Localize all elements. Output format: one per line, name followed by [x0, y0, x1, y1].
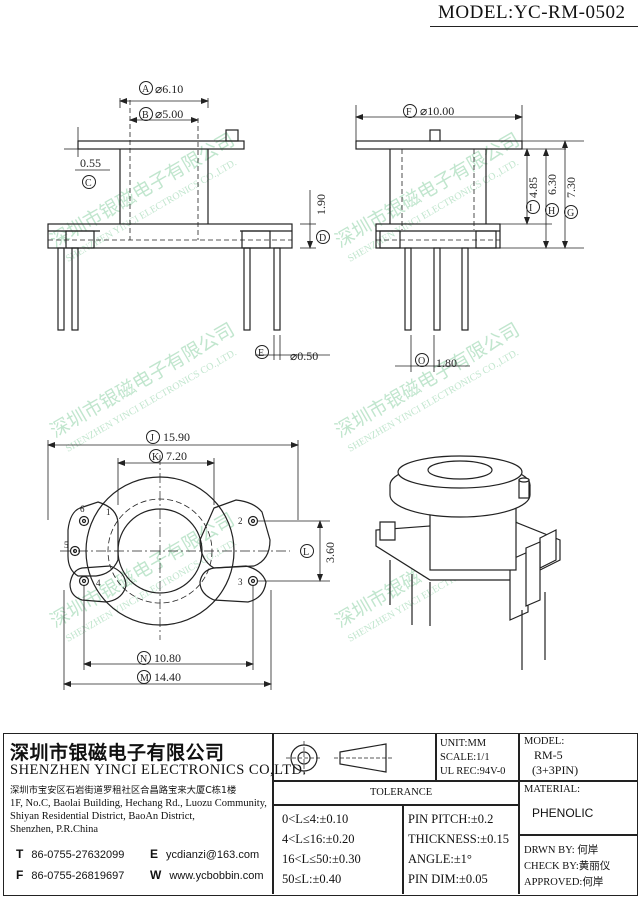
svg-text:5: 5: [64, 540, 69, 550]
svg-text:7.30: 7.30: [564, 177, 578, 198]
svg-text:深圳市银磁电子有限公司: 深圳市银磁电子有限公司: [47, 319, 239, 443]
side-view-labels: F ⌀10.00 4.85 I 6.30 H 7.30 G O 1.80: [403, 104, 578, 370]
tolerance-row-3: 16<L≤50:±0.30: [282, 852, 361, 866]
svg-text:深圳市银磁电子有限公司: 深圳市银磁电子有限公司: [332, 129, 524, 253]
model-underline: [430, 26, 638, 28]
model-title: MODEL:: [524, 736, 565, 747]
svg-text:A: A: [142, 84, 150, 95]
svg-text:4.85: 4.85: [526, 177, 540, 198]
svg-text:7.20: 7.20: [166, 449, 187, 463]
svg-text:1: 1: [106, 507, 111, 517]
svg-text:1.80: 1.80: [436, 356, 457, 370]
svg-text:深圳市银磁电子有限公司: 深圳市银磁电子有限公司: [47, 129, 239, 253]
svg-text:I: I: [529, 203, 532, 214]
title-block: 深圳市银磁电子有限公司 SHENZHEN YINCI ELECTRONICS C…: [3, 733, 638, 896]
svg-text:1.90: 1.90: [314, 194, 328, 215]
svg-text:6.30: 6.30: [545, 174, 559, 195]
check-by: CHECK BY:黄丽仪: [524, 861, 611, 872]
svg-text:⌀5.00: ⌀5.00: [155, 107, 183, 121]
svg-text:15.90: 15.90: [163, 430, 190, 444]
drawn-by: DRWN BY: 何岸: [524, 845, 599, 856]
svg-text:3: 3: [238, 577, 243, 587]
address-en-line-2: Shiyan Residential District, BaoAn Distr…: [10, 811, 195, 822]
projection-symbol-icon: [286, 741, 394, 775]
pin-pitch: PIN PITCH:±0.2: [408, 812, 494, 826]
tolerance-row-4: 50≤L:±0.40: [282, 872, 342, 886]
model-name: RM-5: [534, 748, 563, 762]
svg-text:14.40: 14.40: [154, 670, 181, 684]
technical-drawing: 深圳市银磁电子有限公司 SHENZHEN YINCI ELECTRONICS C…: [47, 81, 584, 690]
company-name-en: SHENZHEN YINCI ELECTRONICS CO,LTD.: [10, 762, 307, 778]
svg-text:H: H: [548, 206, 555, 217]
angle: ANGLE:±1°: [408, 852, 472, 866]
svg-text:6: 6: [80, 504, 85, 514]
scale: SCALE:1/1: [440, 752, 490, 763]
model-number: MODEL:YC-RM-0502: [438, 2, 626, 23]
approved-by: APPROVED:何岸: [524, 877, 604, 888]
ul-rec: UL REC:94V-0: [440, 766, 506, 777]
isometric-view: [375, 455, 561, 670]
svg-text:K: K: [152, 452, 160, 463]
svg-text:深圳市银磁电子有限公司: 深圳市银磁电子有限公司: [332, 319, 524, 443]
svg-text:D: D: [319, 233, 326, 244]
svg-text:O: O: [418, 356, 425, 367]
svg-text:⌀6.10: ⌀6.10: [155, 82, 183, 96]
svg-text:0.55: 0.55: [80, 156, 101, 170]
front-view-labels: A ⌀6.10 B ⌀5.00 0.55 C 1.90 D E ⌀0.50: [80, 81, 330, 363]
svg-text:⌀0.50: ⌀0.50: [290, 349, 318, 363]
svg-text:⌀10.00: ⌀10.00: [420, 104, 454, 118]
material-title: MATERIAL:: [524, 784, 580, 795]
unit: UNIT:MM: [440, 738, 487, 749]
svg-text:4: 4: [96, 578, 101, 588]
svg-text:3.60: 3.60: [323, 542, 337, 563]
pin-dim: PIN DIM:±0.05: [408, 872, 488, 886]
svg-text:M: M: [140, 673, 149, 684]
model-pins: (3+3PIN): [532, 763, 579, 777]
svg-text:J: J: [150, 433, 154, 444]
tolerance-title: TOLERANCE: [370, 787, 433, 798]
thickness: THICKNESS:±0.15: [408, 832, 509, 846]
svg-text:L: L: [303, 547, 309, 558]
svg-text:2: 2: [238, 516, 243, 526]
address-en-line-1: 1F, No.C, Baolai Building, Hechang Rd., …: [10, 798, 267, 809]
side-view: [355, 105, 584, 372]
svg-text:10.80: 10.80: [154, 651, 181, 665]
svg-text:E: E: [258, 348, 264, 359]
svg-text:B: B: [142, 110, 149, 121]
svg-text:C: C: [85, 178, 92, 189]
svg-text:N: N: [140, 654, 147, 665]
svg-text:F: F: [406, 107, 412, 118]
company-name-cn: 深圳市银磁电子有限公司: [10, 742, 225, 764]
address-en-line-3: Shenzhen, P.R.China: [10, 824, 99, 835]
bottom-view: [47, 440, 330, 690]
tolerance-row-1: 0<L≤4:±0.10: [282, 812, 349, 826]
bottom-view-labels: J 15.90 K 7.20 L 3.60 N 10.80 M 14.40 1 …: [64, 430, 337, 684]
svg-text:G: G: [567, 208, 574, 219]
address-cn: 深圳市宝安区石岩街道罗租社区合昌路宝来大厦C栋1楼: [10, 785, 237, 796]
tolerance-row-2: 4<L≤16:±0.20: [282, 832, 355, 846]
material: PHENOLIC: [532, 806, 594, 820]
svg-text:深圳市银磁电子有限公司: 深圳市银磁电子有限公司: [47, 509, 239, 633]
